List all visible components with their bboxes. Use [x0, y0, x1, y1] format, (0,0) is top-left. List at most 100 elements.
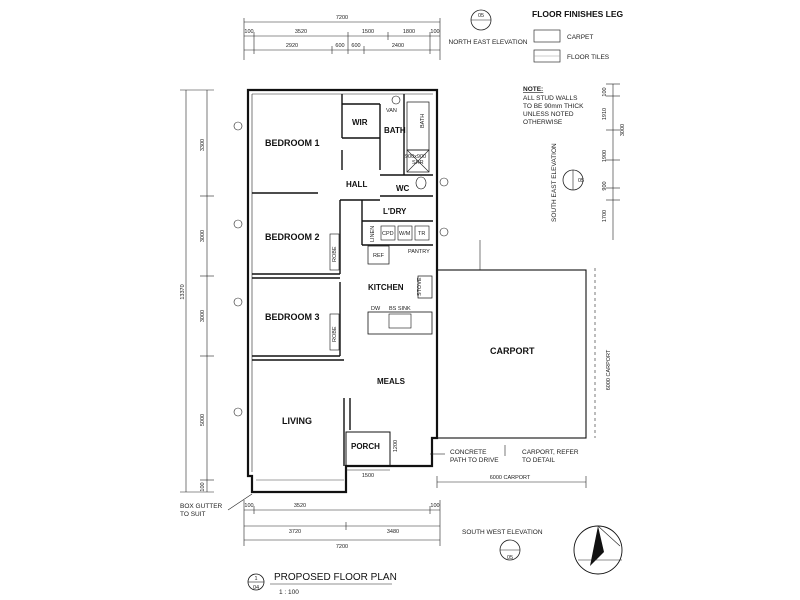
- room-labels: BEDROOM 1 WIR BATH HALL WC L'DRY BEDROOM…: [265, 118, 410, 451]
- elevation-label: NORTH EAST ELEVATION: [449, 39, 528, 46]
- plan-scale: 1 : 100: [279, 589, 299, 596]
- fixture-label: LINEN: [370, 226, 376, 242]
- legend-item-label: FLOOR TILES: [567, 54, 610, 61]
- fixture-label: BATH: [420, 114, 426, 128]
- note-heading: NOTE:: [523, 86, 543, 93]
- dim-label: 900: [602, 181, 608, 190]
- dim-label: 1500: [362, 29, 374, 35]
- laundry-fixtures: LINEN CPD W/M TR REF PANTRY STOVE DW BS …: [332, 225, 430, 342]
- fixture-label: VAN: [386, 108, 397, 114]
- dim-label: 100: [200, 482, 206, 491]
- note-line: ALL STUD WALLS: [523, 95, 578, 102]
- north-point-icon: [573, 525, 623, 575]
- note-line: TO BE 90mm THICK: [523, 103, 584, 110]
- dim-label: 2920: [286, 43, 298, 49]
- elevation-ref: 05: [478, 13, 484, 19]
- note-line: OTHERWISE: [523, 119, 563, 126]
- dim-porch-width: 1500: [362, 473, 374, 479]
- dim-label: 5000: [200, 414, 206, 426]
- room-label-hall: HALL: [346, 180, 367, 189]
- fixture-label: STOVE: [417, 277, 423, 296]
- dim-label: 1900: [602, 150, 608, 162]
- fixture-label: W/M: [399, 231, 411, 237]
- dim-label: 1800: [403, 29, 415, 35]
- dim-label: 1910: [602, 108, 608, 120]
- bottom-dimensions: 100 3520 100 3720 3480 7200: [243, 500, 441, 550]
- fixture-label: ROBE: [332, 246, 338, 262]
- dim-bottom-overall: 7200: [336, 544, 348, 550]
- box-gutter-note: TO SUIT: [180, 511, 206, 518]
- dim-label: 3000: [200, 310, 206, 322]
- dim-label: 3520: [294, 503, 306, 509]
- carport-outline: [436, 269, 587, 439]
- room-label-kitchen: KITCHEN: [368, 283, 404, 292]
- elevation-label: SOUTH EAST ELEVATION: [551, 143, 558, 222]
- floor-finishes-legend: FLOOR FINISHES LEG CARPET FLOOR TILES: [532, 9, 624, 63]
- south-west-elevation-marker: SOUTH WEST ELEVATION 05: [462, 529, 543, 561]
- sheet-ref: 1: [254, 576, 257, 582]
- right-dimensions: 100 1910 3000 1900 900 1700: [602, 83, 626, 240]
- stud-wall-note: NOTE: ALL STUD WALLS TO BE 90mm THICK UN…: [523, 86, 584, 126]
- room-label-bedroom-2: BEDROOM 2: [265, 232, 320, 242]
- left-dimensions: 13370 3300 3000 3000 5000 100: [180, 89, 214, 493]
- room-label-bedroom-1: BEDROOM 1: [265, 138, 320, 148]
- fixture-label: SHR: [412, 160, 424, 166]
- fixture-label: REF: [373, 253, 385, 259]
- dim-left-overall: 13370: [180, 284, 186, 299]
- fixture-label: PANTRY: [408, 249, 430, 255]
- annotations: CONCRETE PATH TO DRIVE CARPORT, REFER TO…: [180, 449, 579, 518]
- section-markers: [233, 121, 449, 417]
- room-label-meals: MEALS: [377, 377, 406, 386]
- dim-label: 100: [244, 503, 253, 509]
- dim-label: 3300: [200, 139, 206, 151]
- sheet-ref: 04: [253, 585, 259, 591]
- dim-label: 100: [430, 29, 439, 35]
- fixture-label: CPD: [382, 231, 394, 237]
- dim-label: 600: [351, 43, 360, 49]
- fixture-label: TR: [418, 231, 425, 237]
- dim-top-overall: 7200: [336, 15, 348, 21]
- dim-label: 3480: [387, 529, 399, 535]
- carport-note: CARPORT, REFER: [522, 449, 579, 456]
- dim-carport-right: 6000 CARPORT: [606, 349, 612, 390]
- fixture-label: ROBE: [332, 326, 338, 342]
- room-label-porch: PORCH: [351, 442, 380, 451]
- top-dimensions: 7200 100 3520 1500 1800 100 2920 600 600…: [243, 15, 441, 60]
- dim-label: 2400: [392, 43, 404, 49]
- bathroom-fixtures: VAN BATH 900x900 SHR: [386, 95, 430, 190]
- fixture-label: 900x900: [405, 154, 426, 160]
- elevation-ref: 05: [578, 178, 584, 184]
- path-note: CONCRETE: [450, 449, 487, 456]
- room-label-laundry: L'DRY: [383, 207, 407, 216]
- note-line: UNLESS NOTED: [523, 111, 574, 118]
- room-label-bath: BATH: [384, 126, 406, 135]
- room-label-carport: CARPORT: [490, 346, 535, 356]
- dim-label: 100: [602, 87, 608, 96]
- dim-label: 3000: [620, 124, 626, 136]
- room-label-bedroom-3: BEDROOM 3: [265, 312, 320, 322]
- dim-label: 3000: [200, 230, 206, 242]
- room-label-wc: WC: [396, 184, 410, 193]
- legend-title: FLOOR FINISHES LEG: [532, 9, 624, 19]
- box-gutter-note: BOX GUTTER: [180, 503, 223, 510]
- fixture-label: DW: [371, 306, 381, 312]
- dim-porch-side: 1200: [393, 440, 399, 452]
- path-note: PATH TO DRIVE: [450, 457, 499, 464]
- dim-label: 3520: [295, 29, 307, 35]
- north-east-elevation-marker: 05 NORTH EAST ELEVATION: [449, 9, 528, 46]
- carport-note: TO DETAIL: [522, 457, 555, 464]
- dim-label: 100: [430, 503, 439, 509]
- plan-title: PROPOSED FLOOR PLAN: [274, 572, 397, 583]
- elevation-label: SOUTH WEST ELEVATION: [462, 529, 543, 536]
- carport-area: CARPORT 6000 CARPORT 6000 CARPORT: [430, 240, 612, 488]
- dim-label: 3720: [289, 529, 301, 535]
- elevation-ref: 05: [507, 555, 513, 561]
- dim-label: 100: [244, 29, 253, 35]
- carpet-swatch: [533, 29, 561, 43]
- legend-item-label: CARPET: [567, 34, 593, 41]
- room-label-wir: WIR: [352, 118, 368, 127]
- dim-label: 1700: [602, 210, 608, 222]
- south-east-elevation-marker: SOUTH EAST ELEVATION 05: [551, 143, 584, 222]
